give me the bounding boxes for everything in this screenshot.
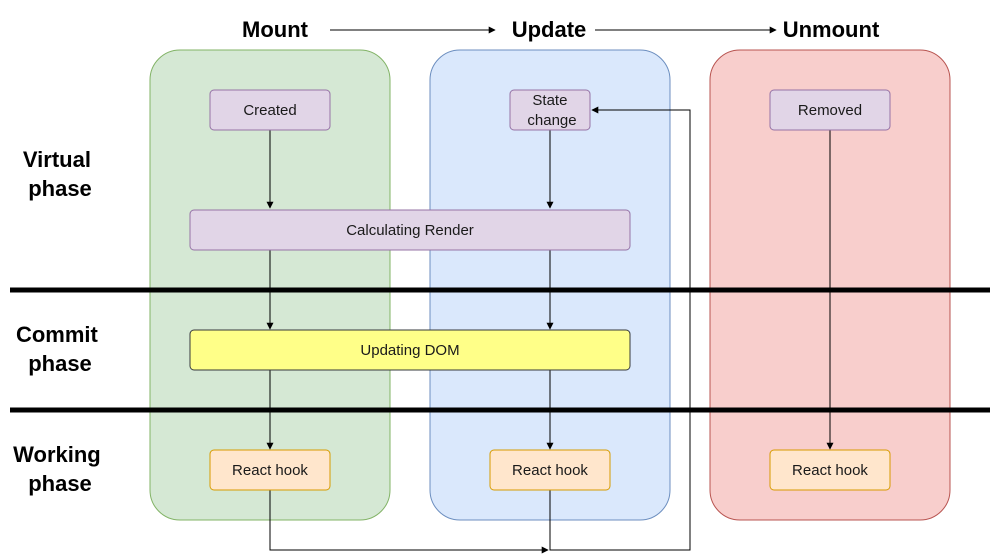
node-created: Created — [209, 89, 331, 131]
stage-title-update: Update — [512, 17, 587, 42]
node-calculating-render: Calculating Render — [189, 209, 631, 251]
stage-title-mount: Mount — [242, 17, 309, 42]
node-state-change-label: State change — [527, 92, 576, 129]
node-calculating-render-box — [189, 209, 631, 251]
edge-hook-update-loop-to-state-change — [549, 106, 691, 551]
node-react-hook-unmount-box — [769, 449, 891, 491]
phase-label-virtual-line2: phase — [28, 176, 92, 201]
node-removed-box — [769, 89, 891, 131]
phase-label-working: Working phase — [13, 442, 107, 496]
node-state-change-line1: State — [532, 92, 567, 109]
node-removed-label: Removed — [798, 102, 862, 119]
phase-label-working-line1: Working — [13, 442, 101, 467]
phase-label-commit-line2: phase — [28, 351, 92, 376]
stage-title-unmount: Unmount — [783, 17, 880, 42]
node-react-hook-mount: React hook — [209, 449, 331, 491]
node-updating-dom-box — [189, 329, 631, 371]
phase-label-virtual: Virtual phase — [23, 147, 97, 201]
phase-label-working-line2: phase — [28, 471, 92, 496]
node-state-change-line2: change — [527, 112, 576, 129]
node-calculating-render-label: Calculating Render — [346, 222, 474, 239]
phase-label-commit: Commit phase — [16, 322, 104, 376]
node-created-label: Created — [243, 102, 296, 119]
node-state-change-box — [509, 89, 591, 131]
node-react-hook-update-label: React hook — [512, 462, 588, 479]
edge-hook-mount-to-bottom — [269, 490, 549, 554]
node-react-hook-mount-box — [209, 449, 331, 491]
node-react-hook-unmount-label: React hook — [792, 462, 868, 479]
phase-label-virtual-line1: Virtual — [23, 147, 91, 172]
node-removed: Removed — [769, 89, 891, 131]
node-react-hook-update-box — [489, 449, 611, 491]
node-state-change: State change — [509, 89, 591, 131]
node-updating-dom: Updating DOM — [189, 329, 631, 371]
node-react-hook-unmount: React hook — [769, 449, 891, 491]
node-react-hook-update: React hook — [489, 449, 611, 491]
node-created-box — [209, 89, 331, 131]
phase-label-commit-line1: Commit — [16, 322, 99, 347]
node-react-hook-mount-label: React hook — [232, 462, 308, 479]
node-updating-dom-label: Updating DOM — [360, 342, 459, 359]
